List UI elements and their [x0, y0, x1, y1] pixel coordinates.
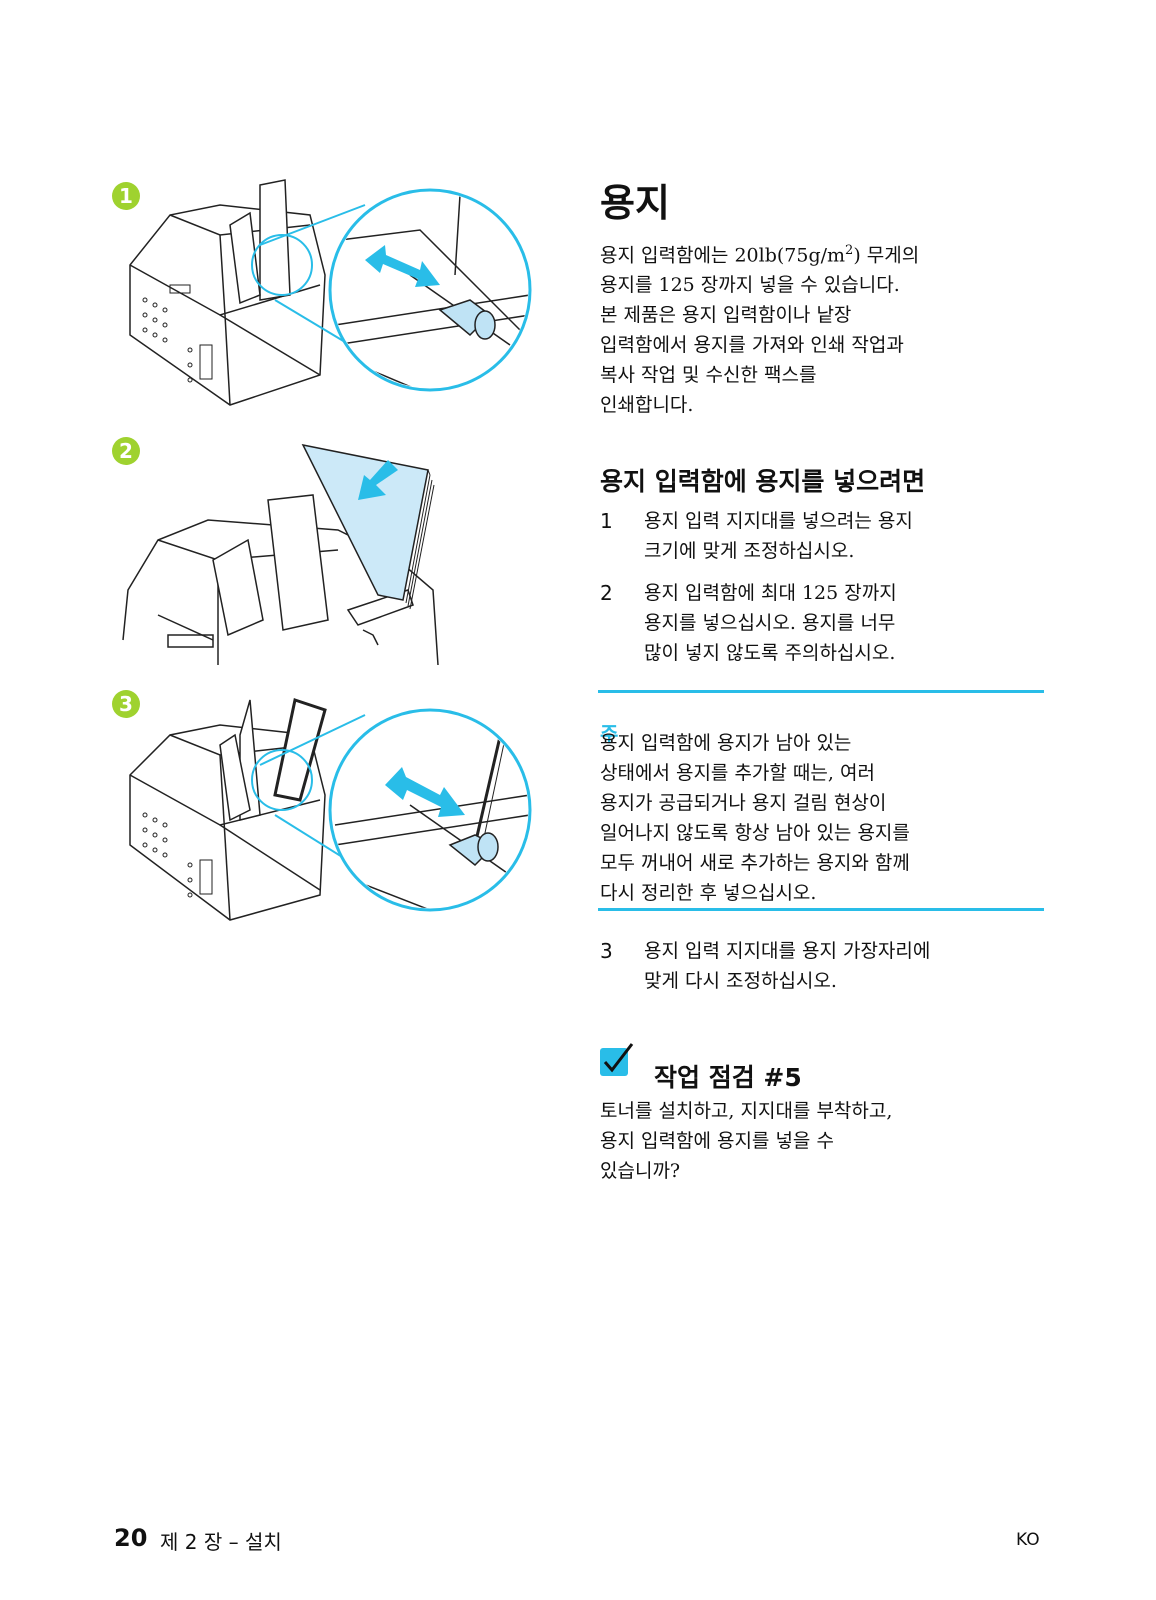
- checkpoint-title: 작업 점검 #5: [654, 1063, 802, 1092]
- page-title: 용지: [600, 181, 670, 225]
- step-badge-3: 3: [112, 690, 140, 718]
- step-1-number: 1: [600, 509, 613, 533]
- intro-paragraph: 용지 입력함에는 20lb(75g/m2) 무게의 용지를 125 장까지 넣을…: [600, 236, 1040, 420]
- note-text: 용지 입력함에 용지가 남아 있는 상태에서 용지를 추가할 때는, 여러 용지…: [600, 732, 910, 904]
- intro-line1-pre: 용지 입력함에는 20lb(75g/m: [600, 244, 846, 267]
- step-badge-1: 1: [112, 182, 140, 210]
- checkpoint-text: 토너를 설치하고, 지지대를 부착하고, 용지 입력함에 용지를 넣을 수 있습…: [600, 1100, 893, 1182]
- intro-line1-post: ) 무게의: [853, 244, 920, 267]
- note-top-rule: [598, 690, 1044, 693]
- step-2-text: 용지 입력함에 최대 125 장까지 용지를 넣으십시오. 용지를 너무 많이 …: [644, 582, 897, 664]
- intro-rest: 용지를 125 장까지 넣을 수 있습니다. 본 제품은 용지 입력함이나 낱장…: [600, 274, 904, 417]
- illustration-adjust-guide: [129, 179, 532, 406]
- page-number: 20: [114, 1524, 148, 1552]
- language-code: KO: [1016, 1530, 1040, 1550]
- section-title: 용지 입력함에 용지를 넣으려면: [600, 467, 926, 496]
- illustration-readjust-guide: [129, 698, 532, 921]
- illustration-load-paper: [122, 443, 439, 665]
- step-3-text: 용지 입력 지지대를 용지 가장자리에 맞게 다시 조정하십시오.: [644, 940, 931, 992]
- chapter-label: 제 2 장 – 설치: [160, 1530, 282, 1554]
- intro-superscript: 2: [845, 243, 854, 258]
- step-2-number: 2: [600, 581, 613, 605]
- step-1-text: 용지 입력 지지대를 넣으려는 용지 크기에 맞게 조정하십시오.: [644, 510, 913, 562]
- step-badge-2: 2: [112, 437, 140, 465]
- step-3-number: 3: [600, 939, 613, 963]
- note-title: 주: [600, 722, 619, 746]
- note-bottom-rule: [598, 908, 1044, 911]
- checkbox-icon: [600, 1043, 634, 1076]
